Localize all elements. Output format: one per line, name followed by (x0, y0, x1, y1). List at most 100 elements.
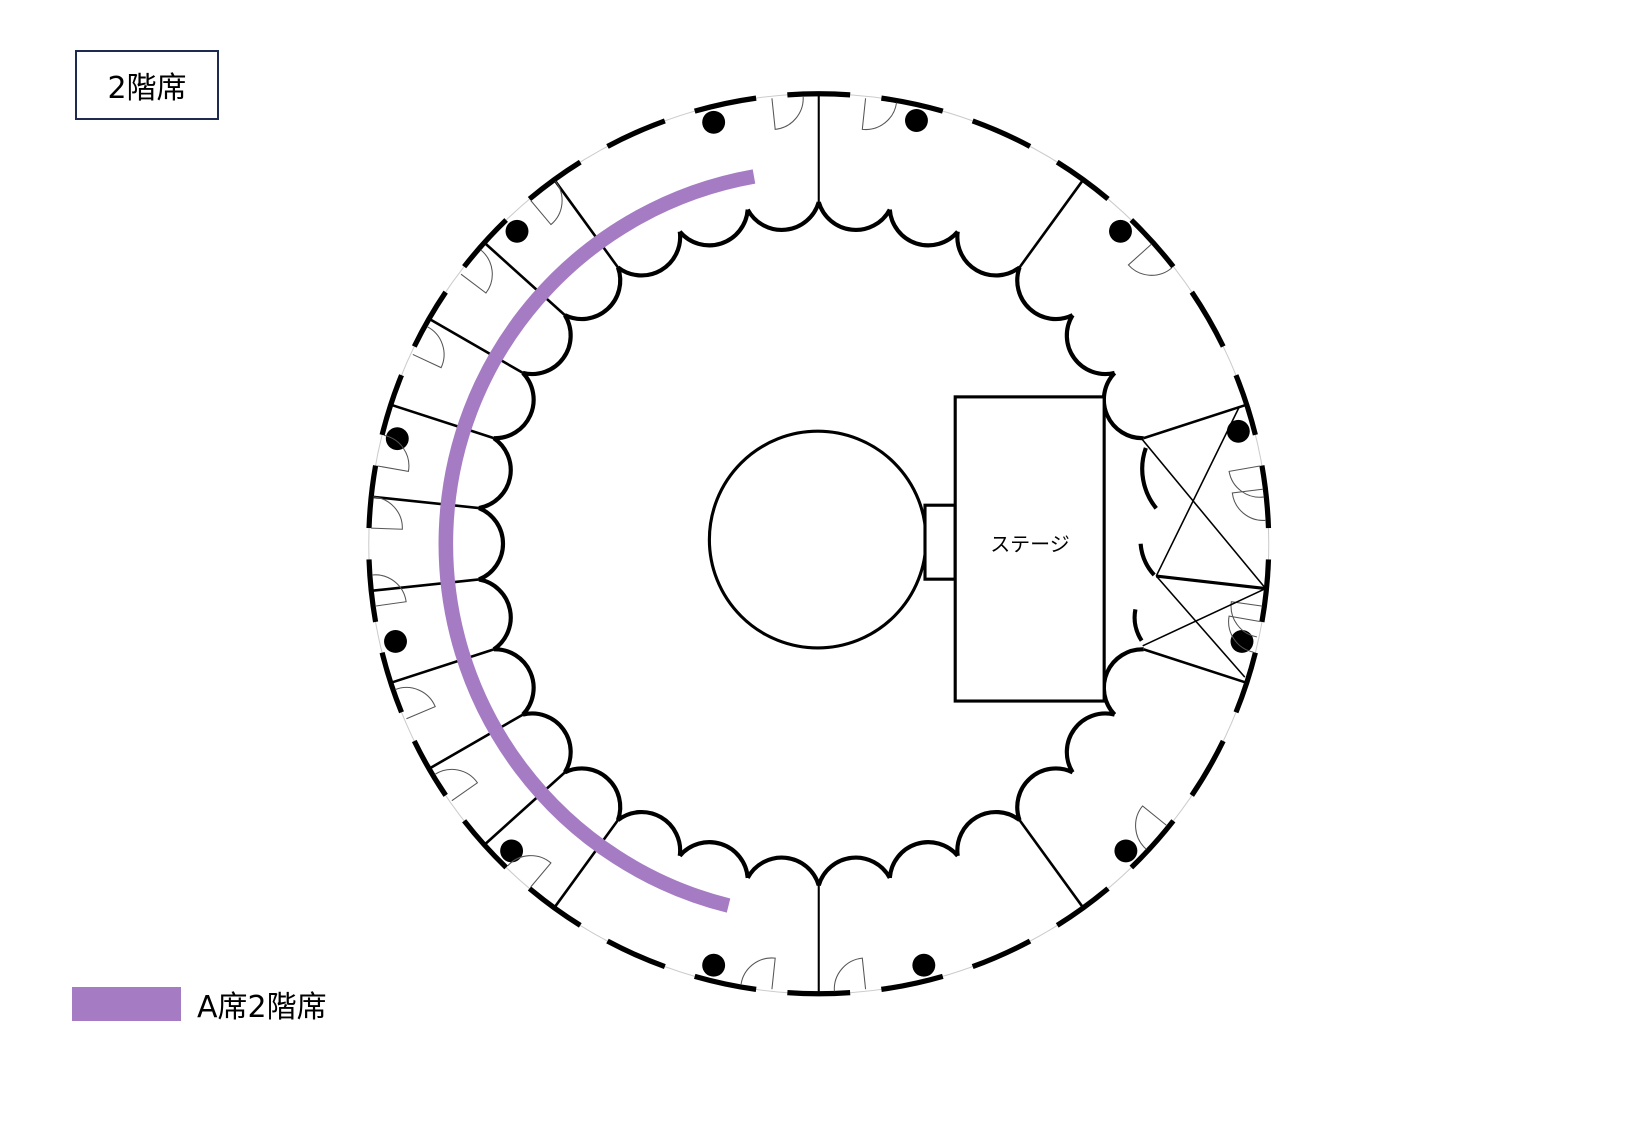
seat-block-scallop (563, 266, 623, 322)
outer-wall-segment (1129, 819, 1176, 870)
elevator-area (1132, 405, 1267, 678)
a-seat-2f-highlight (438, 169, 756, 913)
door-icon (371, 574, 407, 607)
seating-scallop-ring (478, 201, 1144, 887)
door-icon (530, 181, 563, 226)
seat-block-scallop (616, 231, 683, 278)
outer-wall-segment (971, 938, 1032, 970)
partition-wall (483, 771, 566, 846)
stage (953, 395, 1106, 703)
stage-label: ステージ (990, 532, 1070, 556)
seat-block-scallop (745, 855, 821, 887)
pillar-icon (384, 630, 407, 653)
door-icon (460, 249, 493, 294)
seat-block-scallop (887, 209, 960, 248)
door-icon (1228, 465, 1265, 498)
outer-wall-segment (1259, 465, 1272, 529)
seat-block-scallop (1064, 314, 1116, 377)
seat-block-scallop (563, 766, 623, 821)
partition-wall (428, 713, 524, 770)
outer-wall-segment (606, 118, 666, 149)
door-icon (371, 496, 403, 530)
door-icon (771, 96, 804, 130)
partition-wall (1018, 178, 1085, 269)
seat-block-scallop (478, 577, 513, 652)
door-icon (1127, 243, 1173, 276)
partition-wall (390, 648, 495, 685)
pillar-icon (1109, 219, 1132, 243)
partition-wall (553, 819, 619, 909)
door-icon (861, 98, 898, 131)
seat-block-scallop (955, 231, 1021, 278)
seat-block-scallop (1015, 266, 1074, 322)
pillar-icon (500, 839, 524, 863)
legend: A席2階席 (72, 982, 327, 1026)
seat-block-scallop (745, 201, 821, 233)
partition-wall (483, 241, 566, 317)
seat-block-scallop (816, 855, 892, 887)
door-icon (1228, 615, 1260, 653)
door-icon (377, 434, 410, 473)
floor-title-text: 2階席 (107, 71, 187, 106)
door-icon (507, 855, 552, 888)
seat-block-scallop (616, 809, 683, 857)
outer-wall-segment (1189, 739, 1226, 797)
outer-wall-segment (366, 559, 379, 623)
partition-walls (371, 93, 1248, 994)
seat-block-scallop (1101, 647, 1144, 717)
outer-wall-segment (693, 973, 757, 992)
seat-block-scallop (1101, 371, 1144, 441)
legend-label: A席2階席 (197, 990, 327, 1025)
pillar-icon (1230, 630, 1254, 653)
pillar-icon (912, 953, 936, 977)
seat-block-scallop (887, 840, 960, 879)
pillar-icon (385, 427, 409, 451)
partition-wall (1143, 648, 1248, 685)
seat-block-scallop (478, 436, 513, 511)
outer-wall-segment (462, 819, 508, 870)
outer-wall-segment (971, 118, 1032, 149)
partition-wall (553, 178, 619, 269)
seat-block-scallop (1015, 766, 1074, 821)
door-icon (395, 687, 436, 720)
seat-block-scallop (955, 809, 1021, 857)
outer-wall-segment (1129, 218, 1176, 269)
partition-wall (1143, 403, 1248, 440)
door-icon (1231, 488, 1267, 521)
outer-wall-segment (462, 218, 508, 269)
partition-wall (371, 578, 480, 593)
door-icon (833, 957, 867, 992)
outer-wall-segment (1189, 290, 1226, 348)
pillar-icon (905, 109, 928, 132)
center-round-platform (707, 429, 928, 650)
outer-wall-segment (787, 990, 851, 997)
seat-block-scallop (478, 506, 506, 582)
pillar-icon (702, 110, 726, 134)
partition-wall (371, 495, 480, 510)
floor-title: 2階席 (75, 50, 219, 120)
outer-wall-segment (366, 465, 379, 529)
partition-wall (390, 403, 495, 440)
door-icon (412, 326, 445, 369)
door-icon (740, 957, 776, 990)
stage-connector (923, 503, 957, 581)
outer-wall-segment (606, 938, 666, 970)
seat-block-scallop (816, 201, 892, 233)
door-icon (1230, 601, 1263, 638)
partition-wall (1018, 819, 1085, 909)
seat-block-scallop (522, 711, 573, 774)
seat-block-scallop (678, 840, 750, 879)
seat-block-scallop (678, 209, 750, 248)
pillar-icon (702, 953, 726, 977)
pillar-icon (1226, 419, 1250, 443)
door-icon (434, 768, 479, 802)
outer-wall-segment (881, 973, 944, 992)
outer-wall-segment (1259, 559, 1272, 623)
seat-block-scallop (1064, 711, 1116, 774)
seat-block-scallop (522, 314, 573, 377)
outer-wall-segment (787, 91, 851, 98)
seat-block-scallop (493, 371, 536, 441)
seat-block-scallop (493, 647, 536, 717)
fixtures (371, 96, 1267, 992)
